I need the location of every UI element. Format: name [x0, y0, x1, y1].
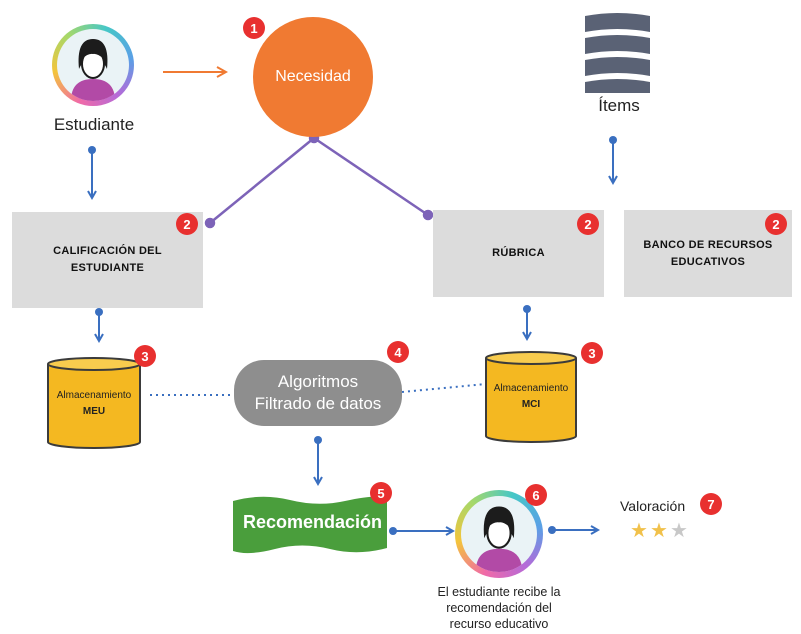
algorithms-pill: Algoritmos Filtrado de datos: [234, 360, 402, 426]
badge-7: 7: [700, 493, 722, 515]
rating-stars: ★★★: [630, 521, 700, 543]
badge-3-mci: 3: [581, 342, 603, 364]
rubric-box: RÚBRICA: [433, 210, 604, 297]
resource-bank-box: BANCO DE RECURSOS EDUCATIVOS: [624, 210, 792, 297]
algorithms-line2: Filtrado de datos: [254, 394, 382, 413]
mci-text: Almacenamiento MCI: [482, 381, 580, 413]
student-avatar: [52, 24, 134, 106]
arrow-student-to-grade: [88, 146, 96, 198]
badge-3-meu: 3: [134, 345, 156, 367]
badge-2-grade: 2: [176, 213, 198, 235]
mci-line1: Almacenamiento: [493, 383, 569, 394]
user-avatar-icon: [475, 506, 523, 572]
receiver-caption-line2: recomendación del: [446, 601, 552, 615]
items-label: Ítems: [598, 96, 640, 115]
meu-line2: MEU: [82, 406, 106, 417]
arrow-rubric-to-mci: [523, 305, 531, 339]
receiver-caption-line1: El estudiante recibe la: [437, 585, 561, 599]
badge-2-rubric: 2: [577, 213, 599, 235]
receiver-caption-line3: recurso educativo: [449, 617, 549, 631]
algorithms-line1: Algoritmos: [277, 372, 359, 391]
arrow-student-to-rating: [548, 526, 598, 534]
badge-4: 4: [387, 341, 409, 363]
mci-line2: MCI: [521, 399, 541, 410]
need-connectors: [204, 132, 434, 229]
star-icon: ★: [670, 520, 688, 542]
rubric-box-title: RÚBRICA: [492, 247, 545, 259]
badge-6: 6: [525, 484, 547, 506]
badge-1: 1: [243, 17, 265, 39]
resource-bank-box-title: BANCO DE RECURSOS EDUCATIVOS: [643, 238, 773, 268]
grade-box-title: CALIFICACIÓN DEL ESTUDIANTE: [53, 245, 162, 274]
need-label: Necesidad: [275, 68, 351, 85]
star-icon: ★: [630, 520, 648, 542]
badge-2-bank: 2: [765, 213, 787, 235]
grade-box: CALIFICACIÓN DEL ESTUDIANTE: [12, 212, 203, 308]
badge-5: 5: [370, 482, 392, 504]
star-icon: ★: [650, 520, 668, 542]
receiver-caption: El estudiante recibe la recomendación de…: [415, 584, 583, 632]
cylinder-mci: [485, 351, 577, 443]
dotted-algorithms-to-mci: [401, 383, 487, 393]
arrow-grade-to-meu: [95, 308, 103, 341]
arrow-algorithms-to-recommendation: [314, 436, 322, 484]
meu-text: Almacenamiento MEU: [44, 388, 144, 420]
meu-line1: Almacenamiento: [56, 390, 132, 401]
recommendation-label: Recomendación: [243, 512, 383, 532]
items-stack-icon: [585, 13, 650, 93]
rating-label: Valoración: [620, 498, 686, 514]
arrow-recommendation-to-student: [389, 527, 453, 535]
receiver-avatar: [455, 490, 543, 578]
student-label: Estudiante: [53, 115, 135, 134]
user-avatar-icon: [71, 39, 115, 101]
need-circle: Necesidad: [253, 17, 373, 137]
cylinder-meu: [47, 357, 141, 449]
recommendation-banner: [233, 496, 387, 554]
arrow-items-to-rubric: [609, 136, 617, 183]
